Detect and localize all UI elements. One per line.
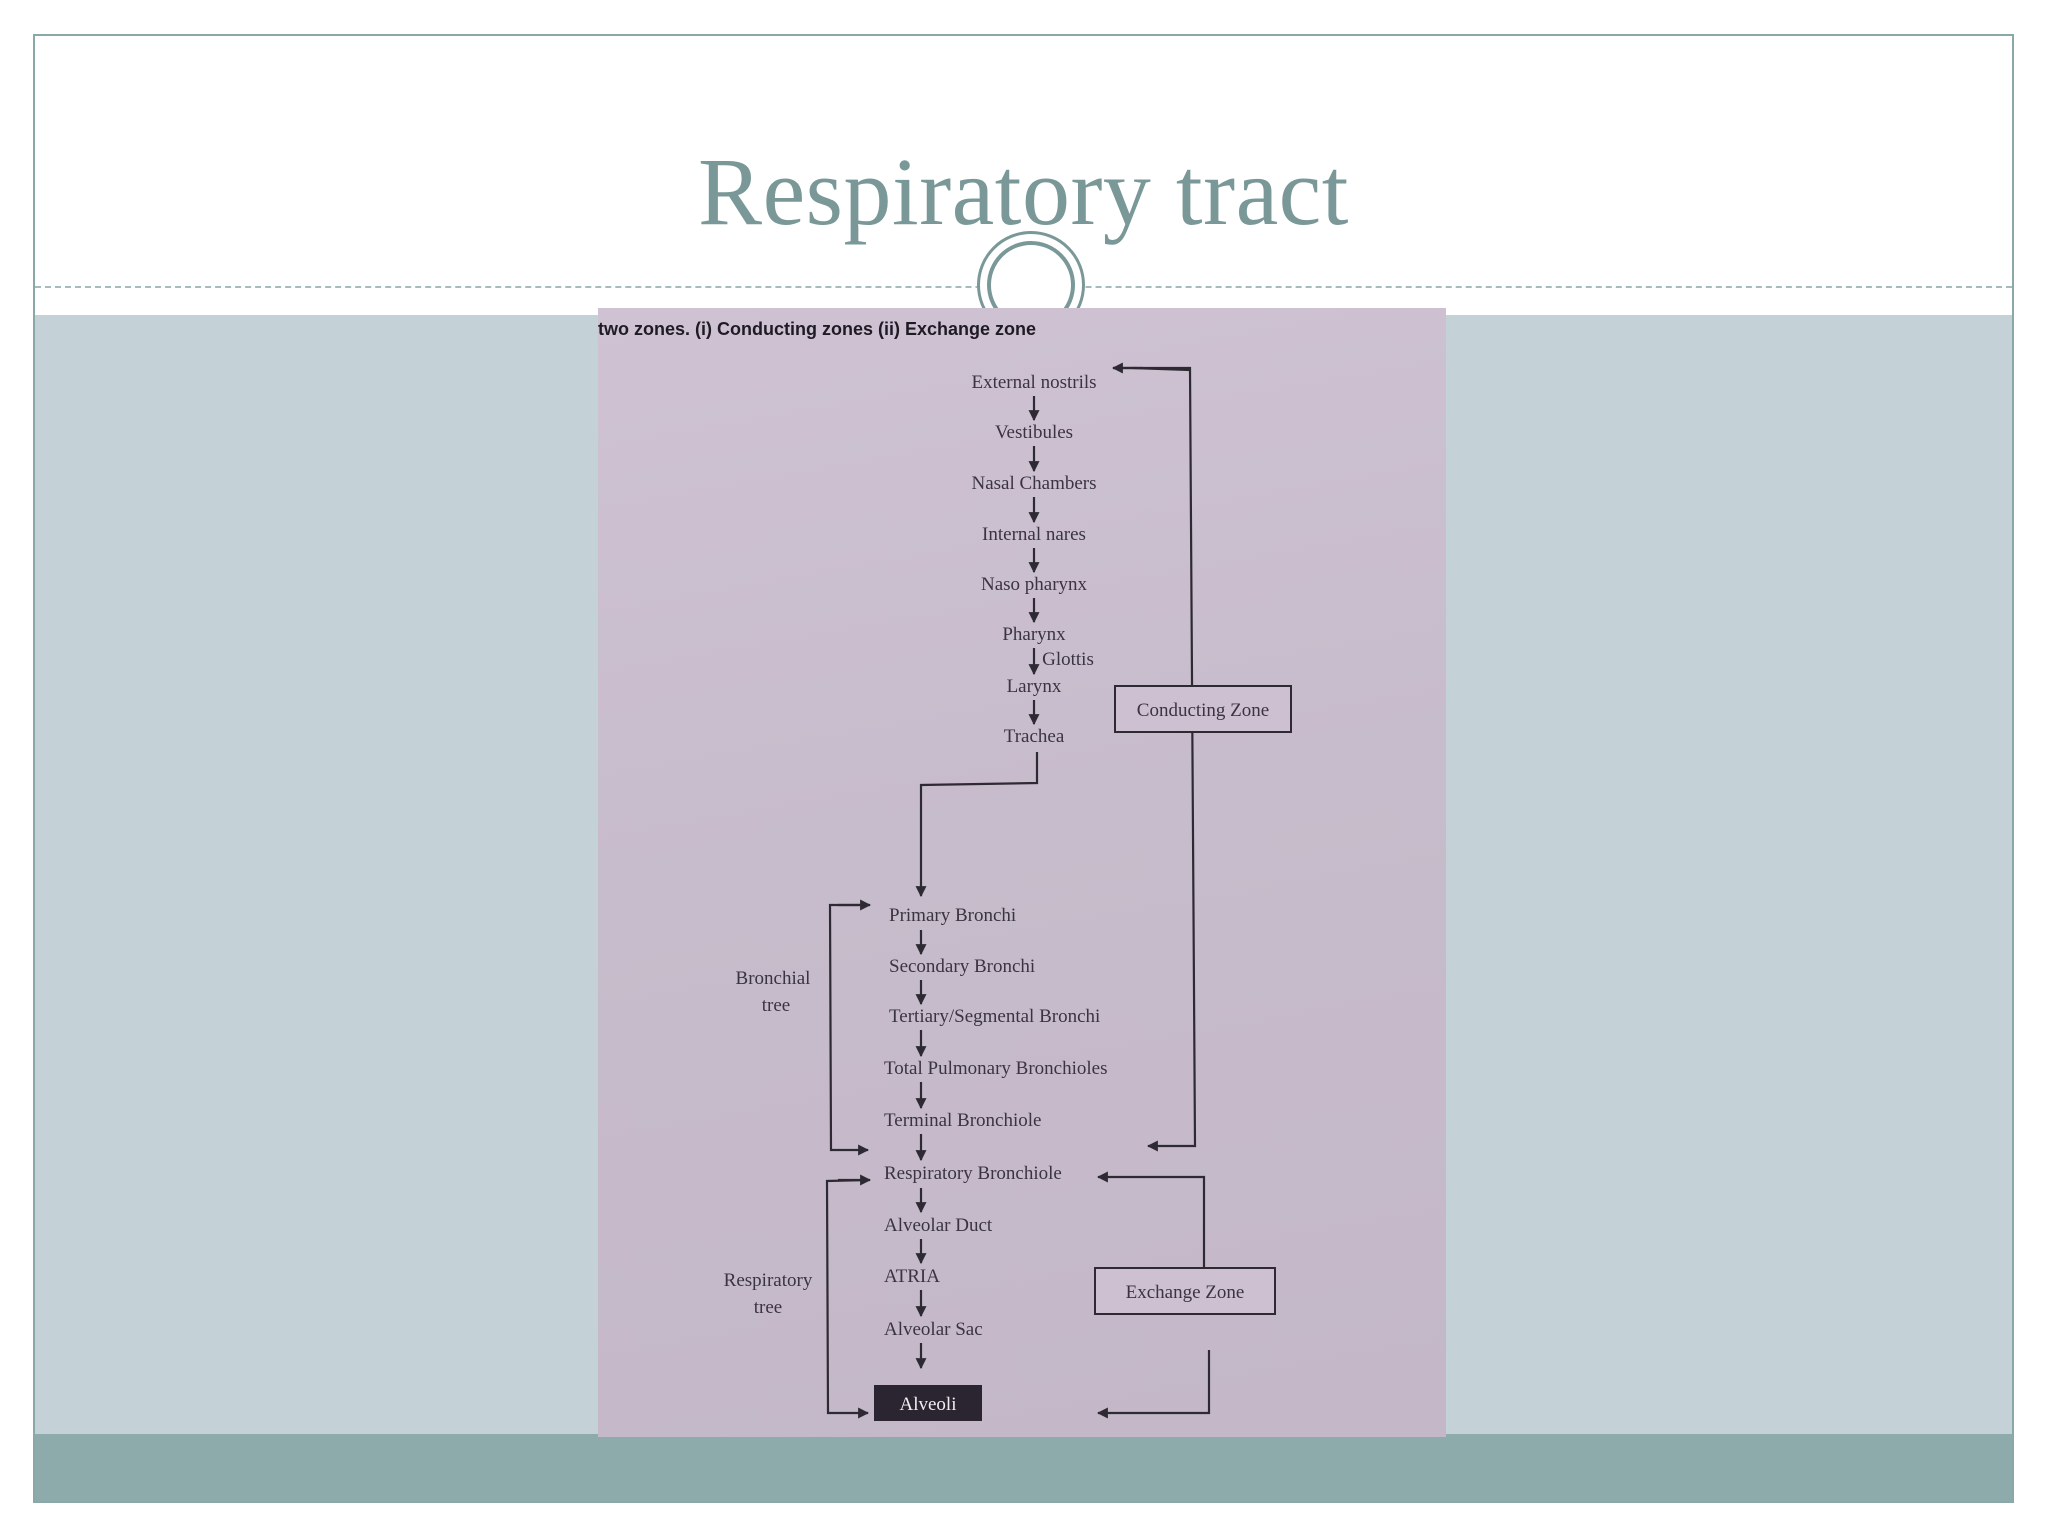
exchange-zone-box: Exchange Zone — [1094, 1267, 1276, 1315]
step-primary-bronchi: Primary Bronchi — [889, 905, 1016, 926]
slide-frame: Respiratory tract two zones. (i) Conduct… — [33, 34, 2014, 1503]
step-alveolar-duct: Alveolar Duct — [884, 1215, 993, 1236]
glottis-label: Glottis — [1042, 649, 1094, 670]
conducting-steps: External nostrils Vestibules Nasal Chamb… — [971, 372, 1096, 747]
step-total-pulmonary-bronchioles: Total Pulmonary Bronchioles — [884, 1058, 1107, 1079]
step-alveolar-sac: Alveolar Sac — [884, 1319, 983, 1340]
bronchial-tree-bracket: Bronchial tree — [736, 899, 872, 1156]
step-pharynx: Pharynx — [1002, 624, 1066, 645]
conducting-zone-label: Conducting Zone — [1137, 700, 1269, 721]
step-external-nostrils: External nostrils — [971, 372, 1096, 393]
bronchial-tree-label-line1: Bronchial — [736, 968, 811, 989]
step-naso-pharynx: Naso pharynx — [981, 574, 1088, 595]
step-vestibules: Vestibules — [995, 422, 1073, 443]
exchange-steps: Respiratory Bronchiole Alveolar Duct ATR… — [884, 1163, 1062, 1340]
step-tertiary-bronchi: Tertiary/Segmental Bronchi — [889, 1006, 1100, 1027]
exchange-zone-bracket — [1096, 1171, 1211, 1419]
bronchial-steps: Primary Bronchi Secondary Bronchi Tertia… — [884, 905, 1107, 1131]
step-internal-nares: Internal nares — [982, 524, 1086, 545]
step-larynx: Larynx — [1007, 676, 1062, 697]
step-nasal-chambers: Nasal Chambers — [971, 473, 1096, 494]
exchange-zone-label: Exchange Zone — [1126, 1282, 1245, 1303]
step-terminal-bronchiole: Terminal Bronchiole — [884, 1110, 1041, 1131]
step-alveoli: Alveoli — [900, 1394, 957, 1415]
footer-band — [35, 1434, 2012, 1501]
alveoli-box: Alveoli — [874, 1385, 982, 1421]
slide-title: Respiratory tract — [698, 138, 1349, 245]
respiratory-tree-bracket: Respiratory tree — [724, 1174, 872, 1419]
respiratory-tree-label-line1: Respiratory — [724, 1270, 813, 1291]
step-trachea: Trachea — [1004, 726, 1065, 747]
step-atria: ATRIA — [884, 1266, 940, 1287]
conducting-zone-box: Conducting Zone — [1114, 685, 1292, 733]
diagram-heading: two zones. (i) Conducting zones (ii) Exc… — [598, 319, 1036, 339]
step-secondary-bronchi: Secondary Bronchi — [889, 956, 1035, 977]
respiratory-tree-label-line2: tree — [754, 1297, 782, 1318]
respiratory-tract-diagram-photo: two zones. (i) Conducting zones (ii) Exc… — [598, 308, 1446, 1437]
conducting-zone-bracket — [1111, 362, 1197, 1152]
step-respiratory-bronchiole: Respiratory Bronchiole — [884, 1163, 1062, 1184]
conducting-arrows — [915, 396, 1040, 898]
flow-diagram: two zones. (i) Conducting zones (ii) Exc… — [598, 319, 1292, 1421]
bronchial-tree-label-line2: tree — [762, 995, 790, 1016]
